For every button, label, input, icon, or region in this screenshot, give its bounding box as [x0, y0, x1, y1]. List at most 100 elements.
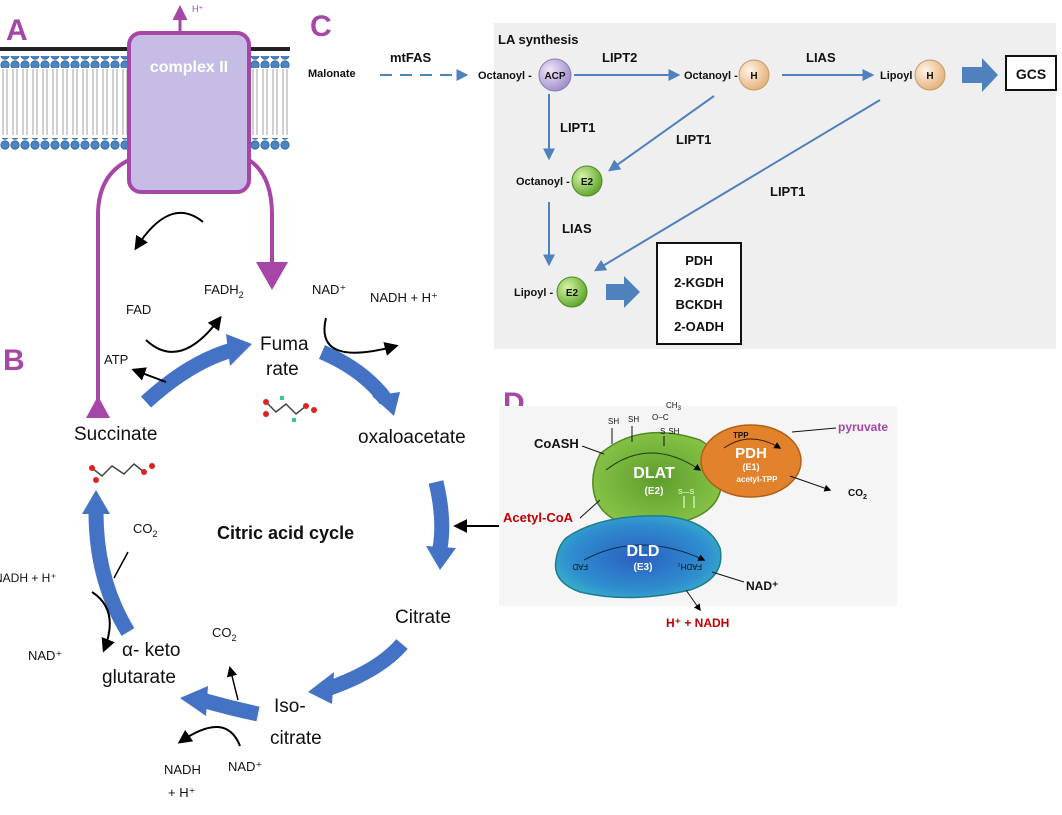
panel-c: C LA synthesis Malonate mtFAS Octanoyl -…: [308, 10, 1057, 349]
malonate-label: Malonate: [308, 68, 356, 80]
co2-release-arrow: [789, 475, 832, 492]
fumarate-structure: [263, 396, 317, 422]
akg-line2: glutarate: [102, 667, 176, 688]
svg-text:CO2: CO2: [212, 625, 237, 643]
isocitrate-line1: Iso-: [274, 696, 306, 717]
nadh-left-label: NADH + H⁺: [0, 571, 57, 585]
svg-text:FADH2: FADH2: [204, 282, 244, 300]
atp-arrow: [131, 367, 167, 383]
fad-fadh2-arrow: [145, 315, 222, 353]
e2-node-1: [571, 165, 603, 197]
o-c-label: O−C: [652, 413, 669, 422]
complexes-list: PDH 2-KGDH BCKDH 2-OADH: [674, 253, 724, 334]
disulfide-label: S—S: [678, 489, 695, 496]
pdh-label-d: PDH: [735, 445, 767, 462]
complexes-box: [656, 242, 742, 345]
co2-bottom-sub: 2: [232, 633, 237, 643]
fad-label-d: FAD: [572, 562, 588, 571]
lipoyl-h-label: Lipoyl -: [880, 70, 919, 82]
panel-b-letter: B: [3, 344, 25, 377]
pyruvate-label: pyruvate: [838, 420, 888, 434]
nad-nadh-arrow: [323, 317, 399, 356]
isocitrate-nadh-arrow: [177, 726, 241, 747]
complex-ii-left-link: [96, 158, 130, 405]
cycle-arrow-isocitrate-akg: [199, 692, 260, 722]
fumarate-line2: rate: [266, 359, 299, 380]
complex-ii: [127, 31, 251, 194]
cycle-arrow-akg-succinate: [88, 511, 135, 636]
fadh2-label: FADH: [204, 282, 239, 297]
dlat-blob: [592, 431, 723, 528]
oxaloacetate-label: oxaloacetate: [358, 427, 466, 448]
acp-label: ACP: [544, 71, 565, 82]
complex-ii-right-link: [247, 158, 274, 262]
nadh-bottom-line1: NADH: [164, 762, 201, 777]
succinate-structure: [89, 462, 155, 483]
fadh2-sub: 2: [239, 290, 244, 300]
h-node-2: [914, 59, 946, 91]
gcs-label: GCS: [1016, 66, 1046, 82]
cycle-title: Citric acid cycle: [217, 523, 354, 543]
sh-label-2: SH: [628, 415, 639, 424]
complex-item-2: BCKDH: [676, 297, 723, 312]
gcs-box: [1005, 55, 1057, 91]
nad-top-label: NAD⁺: [312, 282, 346, 297]
acetyl-tpp-label: acetyl-TPP: [737, 475, 779, 484]
dlat-label: DLAT: [633, 465, 675, 482]
lipoyl-e2-label: Lipoyl -: [514, 287, 553, 299]
e2-label-2: E2: [566, 288, 579, 299]
svg-text:CO2: CO2: [848, 488, 867, 501]
e1-enzyme-label: (E1): [742, 462, 759, 472]
mtfas-label: mtFAS: [390, 50, 432, 65]
svg-text:CH3: CH3: [666, 401, 682, 412]
nad-label-d: NAD⁺: [746, 579, 778, 593]
akg-line1: α- keto: [122, 640, 181, 661]
lipt1-right-label: LIPT1: [770, 184, 805, 199]
sh-label-1: SH: [608, 417, 619, 426]
dld-blob: [554, 515, 722, 599]
complex-item-3: 2-OADH: [674, 319, 724, 334]
electron-curve-arrow: [134, 212, 204, 251]
e2-enzyme-label: (E2): [645, 486, 664, 497]
lipt1-left-label: LIPT1: [560, 120, 595, 135]
acp-node: [538, 58, 572, 92]
fad-label: FAD: [126, 302, 151, 317]
cycle-arrow-fumarate-oxaloacetate: [318, 345, 393, 405]
panel-c-letter: C: [310, 10, 332, 43]
complex-item-0: PDH: [685, 253, 712, 268]
atp-label: ATP: [104, 352, 128, 367]
complex-item-1: 2-KGDH: [674, 275, 724, 290]
acetyl-coa-label: Acetyl-CoA: [503, 510, 574, 525]
gcs-block-arrow: [962, 58, 998, 92]
lipt1-mid-label: LIPT1: [676, 132, 711, 147]
lias-top-label: LIAS: [806, 50, 836, 65]
panel-b: B C: [0, 282, 500, 800]
h-label-2: H: [926, 71, 933, 82]
svg-text:CO2: CO2: [133, 521, 158, 539]
co2-bottom-arrow: [226, 665, 239, 701]
e3-enzyme-label: (E3): [634, 562, 653, 573]
h-node-1: [738, 59, 770, 91]
lipt1-long-arrow: [593, 99, 881, 272]
cycle-arrow-citrate-isocitrate: [327, 638, 408, 696]
cycle-arrow-succinate-fumarate: [140, 342, 235, 408]
coash-label: CoASH: [534, 436, 579, 451]
co2-bottom-label: CO: [212, 625, 232, 640]
lipt2-label: LIPT2: [602, 50, 637, 65]
h-nadh-label: H⁺ + NADH: [666, 616, 729, 630]
e2-label-1: E2: [581, 177, 594, 188]
nadh-bottom-line2: + H⁺: [168, 785, 195, 800]
octanoyl-h-label: Octanoyl -: [684, 70, 738, 82]
nad-left-label: NAD⁺: [28, 648, 62, 663]
octanoyl-e2-label: Octanoyl -: [516, 176, 570, 188]
h-label-1: H: [750, 71, 757, 82]
succinate-link-arrowhead: [86, 396, 110, 418]
tpp-label: TPP: [733, 431, 749, 440]
co2-left-sub: 2: [153, 529, 158, 539]
la-synthesis-title: LA synthesis: [498, 32, 578, 47]
isocitrate-line2: citrate: [270, 728, 322, 749]
panel-a: A complex II H⁺: [0, 4, 290, 418]
ch3-label: CH: [666, 401, 678, 410]
